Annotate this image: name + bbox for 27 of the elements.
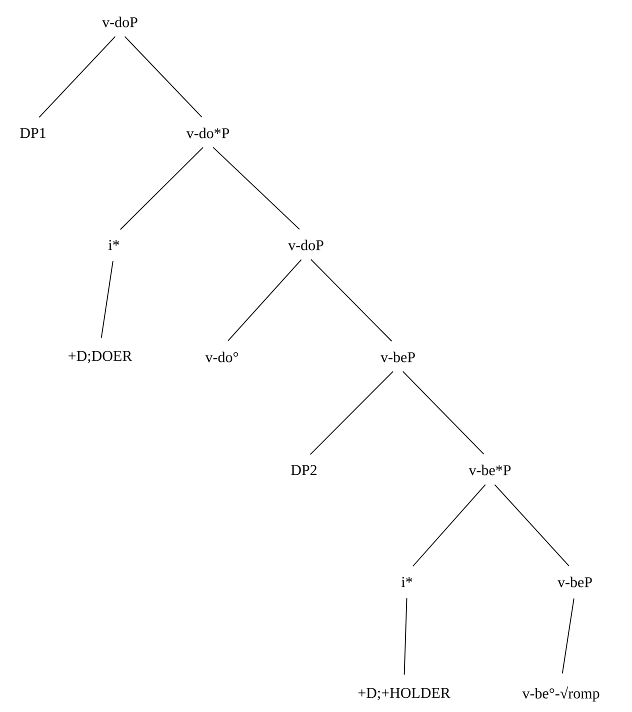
branch-line — [402, 371, 484, 455]
tree-label: v-be*P — [468, 464, 511, 476]
tree-label: i* — [108, 240, 120, 250]
tree-label: i* — [401, 577, 412, 587]
tree-label: v-be°-√romp — [522, 686, 600, 702]
tree-label: v-do° — [205, 352, 238, 362]
branch-line — [404, 598, 408, 676]
branch-line — [212, 146, 300, 230]
tree-label: v-beP — [380, 352, 415, 362]
branch-line — [562, 598, 574, 674]
tree-label: v-beP — [558, 576, 592, 588]
tree-label: DP1 — [20, 128, 46, 138]
branch-line — [310, 259, 392, 342]
tree-label: v-doP — [102, 16, 138, 28]
branch-line — [124, 36, 202, 118]
branch-line — [228, 259, 302, 342]
tree-label: v-do*P — [186, 128, 230, 138]
branch-line — [100, 260, 114, 338]
tree-label: v-doP — [288, 240, 324, 250]
branch-line — [412, 484, 486, 567]
branch-line — [38, 36, 116, 118]
branch-line — [310, 371, 394, 455]
tree-label: DP2 — [291, 465, 316, 475]
tree-label: +D;DOER — [68, 350, 132, 364]
branch-line — [120, 146, 204, 230]
tree-label: +D;+HOLDER — [358, 688, 450, 700]
branch-line — [494, 484, 570, 566]
